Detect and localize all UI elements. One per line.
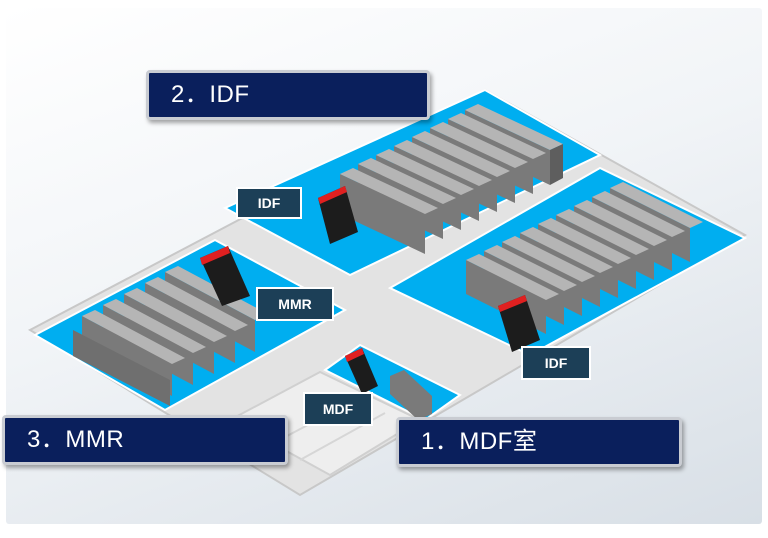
- tag-mdf: MDF: [303, 392, 373, 426]
- mmr-racks: [73, 266, 268, 406]
- tag-mmr: MMR: [256, 287, 334, 321]
- mdf-equipment: [345, 348, 432, 420]
- title-mdf: 1．MDF室: [396, 417, 682, 467]
- idf-upper-racks: [340, 104, 563, 254]
- idf-right-cabinet: [498, 295, 540, 352]
- title-mmr: 3．MMR: [2, 415, 288, 465]
- idf-right-racks: [466, 182, 703, 334]
- idf-upper-cabinet: [318, 186, 358, 244]
- tag-idf-upper: IDF: [236, 187, 302, 219]
- tag-idf-right: IDF: [521, 346, 591, 380]
- title-idf: 2．IDF: [146, 70, 430, 120]
- mmr-cabinet: [200, 246, 250, 306]
